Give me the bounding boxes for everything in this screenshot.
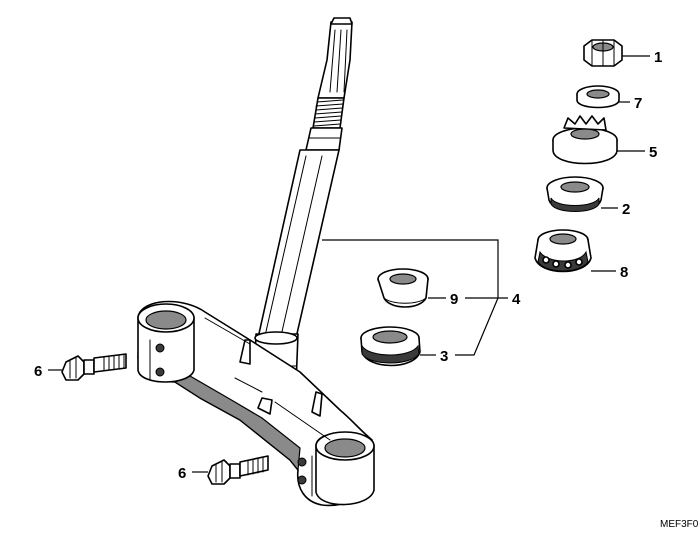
callout-4: 4 [512, 291, 521, 308]
callout-1: 1 [654, 49, 662, 66]
callout-9: 9 [450, 291, 458, 308]
diagram-code: MEF3F0 [660, 519, 699, 530]
callout-7: 7 [634, 95, 642, 112]
callout-6-upper: 6 [34, 363, 42, 380]
part-3-lower-race [360, 326, 421, 367]
part-8-bearing [534, 229, 592, 273]
callout-2: 2 [622, 201, 630, 218]
steering-stem-shaft [253, 17, 353, 386]
callout-6-lower: 6 [178, 465, 186, 482]
part-9-dust-seal [377, 268, 429, 308]
bolt-lower [207, 455, 269, 485]
part-7-washer [576, 85, 620, 109]
leader-lines [48, 55, 650, 473]
part-1-nut [583, 39, 623, 67]
callout-3: 3 [440, 348, 448, 365]
callout-5: 5 [649, 144, 657, 161]
bolt-upper [61, 353, 127, 381]
part-5-adjusting-nut [552, 115, 618, 165]
bottom-bridge [137, 300, 375, 507]
part-2-cone-race [546, 176, 604, 212]
callout-8: 8 [620, 264, 628, 281]
